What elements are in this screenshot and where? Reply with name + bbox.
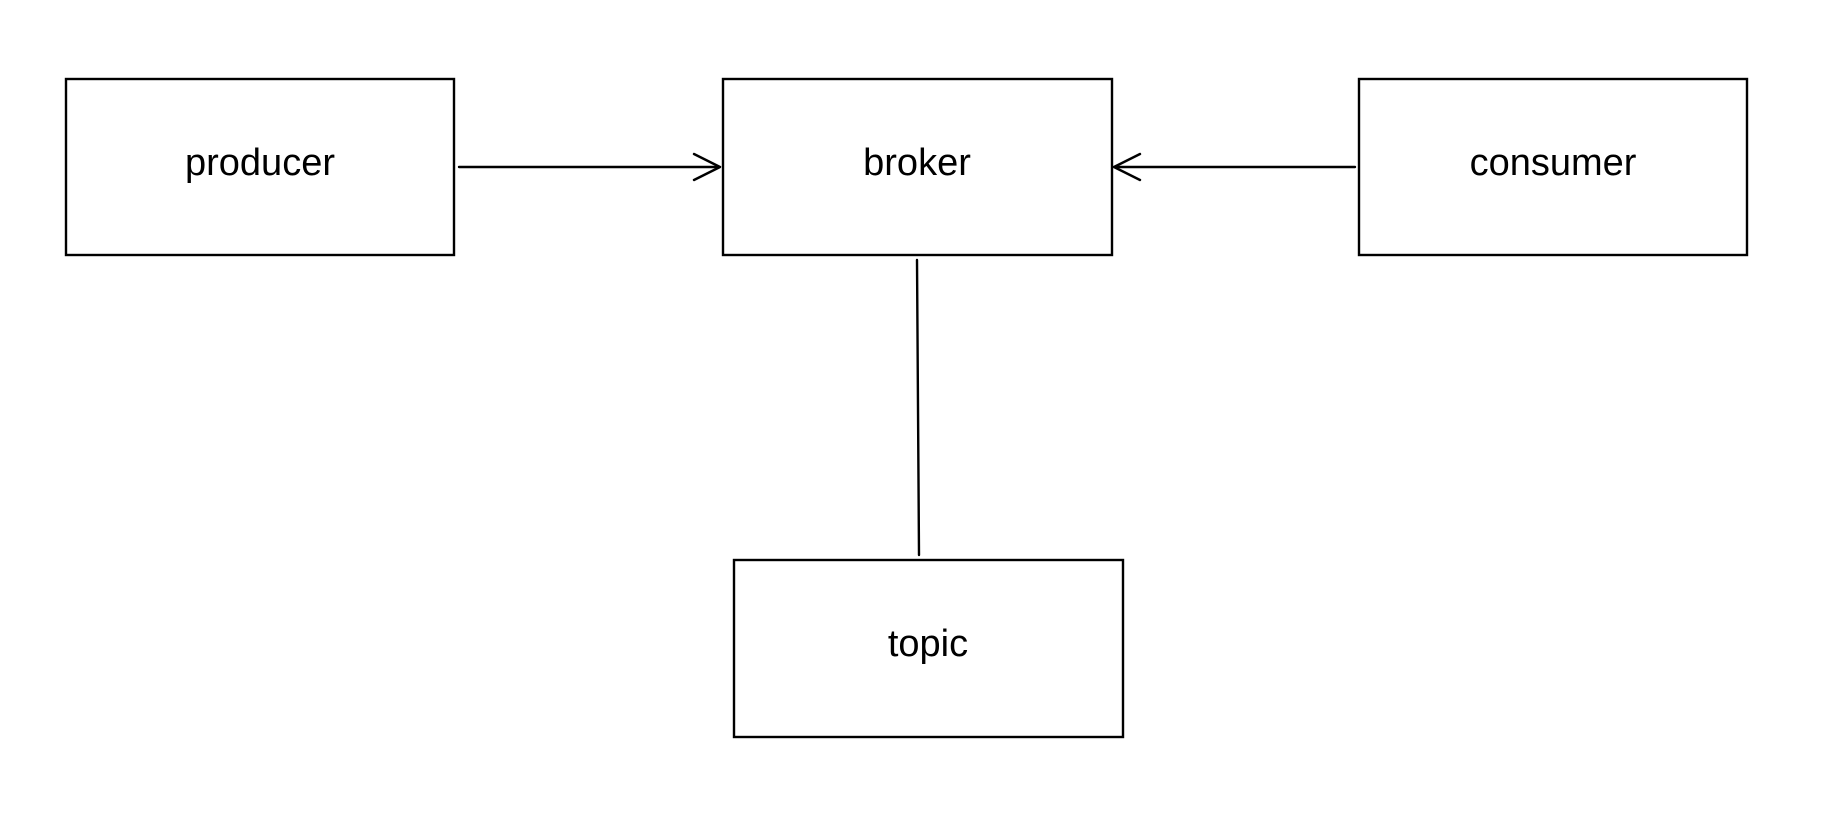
edge-broker-topic-line bbox=[915, 258, 921, 557]
producer-node: producer bbox=[64, 77, 456, 257]
topic-node: topic bbox=[732, 558, 1125, 739]
broker-label: broker bbox=[863, 142, 971, 184]
edge-broker-to-topic bbox=[915, 258, 921, 557]
consumer-box bbox=[1357, 77, 1749, 257]
consumer-label: consumer bbox=[1470, 142, 1637, 184]
edge-consumer-to-broker bbox=[1112, 152, 1357, 182]
producer-box bbox=[64, 77, 456, 257]
arrowhead-open-icon bbox=[1112, 152, 1142, 182]
broker-box bbox=[721, 77, 1114, 257]
edge-producer-to-broker bbox=[457, 152, 722, 182]
topic-label: topic bbox=[888, 623, 968, 665]
producer-label: producer bbox=[185, 142, 335, 184]
arrowhead-open-icon bbox=[692, 152, 722, 182]
broker-node: broker bbox=[721, 77, 1114, 257]
topic-box bbox=[732, 558, 1125, 739]
consumer-node: consumer bbox=[1357, 77, 1749, 257]
